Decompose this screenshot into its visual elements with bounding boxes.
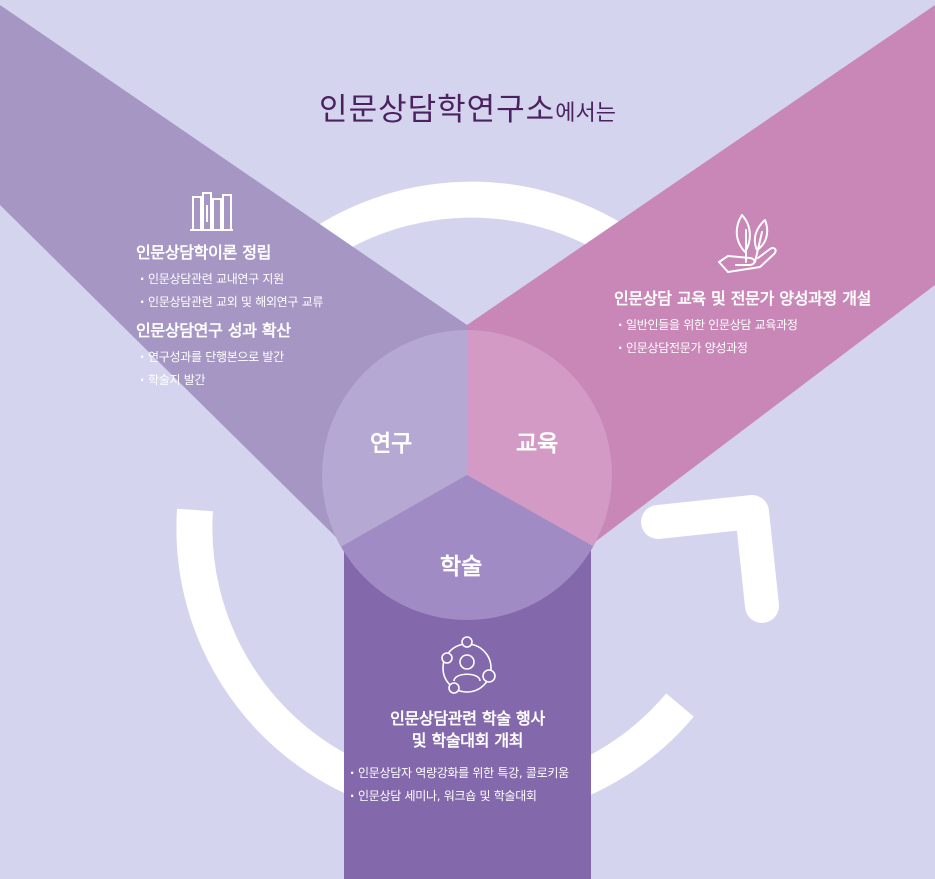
network-person-icon — [441, 636, 496, 694]
center-label-research: 연구 — [370, 431, 413, 457]
research-heading-2: 인문상담연구 성과 확산 — [136, 321, 291, 340]
academic-text: 인문상담관련 학술 행사 및 학술대회 개최 인문상담자 역량강화를 위한 특강… — [344, 708, 591, 808]
research-list-1: 인문상담관련 교내연구 지원 인문상담관련 교외 및 해외연구 교류 — [136, 268, 323, 314]
cycle-arrowhead — [641, 495, 779, 623]
list-item: 학술지 발간 — [136, 369, 323, 392]
education-heading: 인문상담 교육 및 전문가 양성과정 개설 — [614, 289, 872, 308]
list-item: 인문상담관련 교내연구 지원 — [136, 268, 323, 291]
books-icon — [190, 192, 233, 231]
list-item: 인문상담관련 교외 및 해외연구 교류 — [136, 291, 323, 314]
academic-list: 인문상담자 역량강화를 위한 특강, 콜로키움 인문상담 세미나, 워크숍 및 … — [344, 762, 591, 808]
list-item: 인문상담전문가 양성과정 — [614, 337, 871, 360]
academic-heading-line-1: 인문상담관련 학술 행사 — [390, 709, 545, 728]
research-list-2: 연구성과를 단행본으로 발간 학술지 발간 — [136, 346, 323, 392]
title-suffix: 에서는 — [555, 101, 616, 126]
page-title: 인문상담학연구소에서는 — [0, 84, 935, 129]
list-item: 인문상담 세미나, 워크숍 및 학술대회 — [346, 785, 591, 808]
plant-hand-icon — [718, 214, 777, 273]
research-heading-1: 인문상담학이론 정립 — [136, 243, 272, 262]
education-text: 인문상담 교육 및 전문가 양성과정 개설 일반인들을 위한 인문상담 교육과정… — [614, 288, 871, 360]
list-item: 일반인들을 위한 인문상담 교육과정 — [614, 314, 871, 337]
title-main: 인문상담학연구소 — [319, 92, 556, 128]
education-list: 일반인들을 위한 인문상담 교육과정 인문상담전문가 양성과정 — [614, 314, 871, 360]
center-label-academic: 학술 — [440, 554, 483, 580]
list-item: 연구성과를 단행본으로 발간 — [136, 346, 323, 369]
center-label-education: 교육 — [516, 431, 559, 457]
research-text: 인문상담학이론 정립 인문상담관련 교내연구 지원 인문상담관련 교외 및 해외… — [136, 242, 323, 392]
academic-heading-line-2: 및 학술대회 개최 — [411, 731, 524, 750]
list-item: 인문상담자 역량강화를 위한 특강, 콜로키움 — [346, 762, 591, 785]
